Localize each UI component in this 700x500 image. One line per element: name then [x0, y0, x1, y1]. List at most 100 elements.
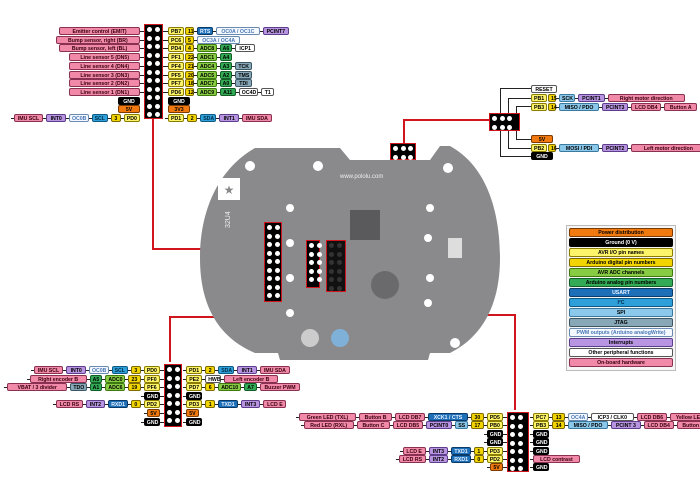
- header-pin: [167, 367, 172, 372]
- header-pin: [510, 457, 515, 463]
- pin-label-i2c: SDA: [218, 366, 235, 374]
- pin-label-gnd: GND: [533, 446, 550, 455]
- connector-line: [530, 442, 533, 444]
- pin-label-dyellow: 5: [185, 35, 194, 44]
- pin-label-pink: LCD RS: [399, 455, 426, 463]
- connector-line: [202, 378, 206, 380]
- connector-line: [127, 404, 131, 406]
- pin-label-dyellow: 20: [185, 70, 194, 79]
- connector-line: [392, 417, 396, 418]
- connector-line: [483, 433, 487, 435]
- pin-label-gnd: GND: [533, 463, 550, 472]
- pin-label-dyellow: 30: [471, 413, 484, 421]
- pin-label-dyellow: 1: [205, 400, 216, 409]
- pin-label-pink: Buzzer PWM: [260, 383, 300, 392]
- pin-label-pink: Right motor direction: [607, 94, 685, 102]
- connector-line: [483, 450, 487, 452]
- connector-line: [86, 378, 90, 380]
- pin-label-pwr: 3V3: [168, 105, 190, 114]
- pin-label-dyellow: 16: [548, 144, 557, 152]
- pin-label-int: PCINT0: [425, 421, 453, 430]
- pin-label-dyellow: 6: [205, 383, 216, 392]
- pin-label-yellow: PB7: [168, 27, 184, 35]
- header-pin: [510, 432, 515, 437]
- pin-label-dgreen: A2: [219, 70, 233, 79]
- pin-label-yellow: PD0: [123, 114, 140, 122]
- connector-line: [396, 459, 400, 460]
- header-pin: [336, 260, 342, 265]
- connector-line: [194, 65, 197, 67]
- header-pin: [154, 69, 160, 75]
- header-pin: [174, 418, 180, 423]
- connector-line: [194, 31, 197, 32]
- pin-label-i2c: SCL: [91, 114, 108, 122]
- pin-label-dgreen: A7: [244, 383, 257, 392]
- connector-line: [160, 387, 164, 389]
- header-pin: [309, 277, 314, 282]
- pin-label-int: PCINT3: [602, 102, 629, 111]
- pin-label-dyellow: 22: [185, 53, 194, 62]
- pin-label-pwm: OC3A / OC4A: [197, 35, 241, 44]
- pin-label-int: INT3: [240, 400, 261, 409]
- pin-label-green: ADC8: [197, 44, 217, 53]
- connector-line: [575, 98, 579, 99]
- pin-label-int: PCINT2: [602, 144, 629, 152]
- pin-label-other: HWB: [205, 374, 222, 383]
- header-pin: [147, 103, 152, 109]
- pin-label-yellow: PD5: [486, 413, 503, 421]
- connector-line: [160, 395, 164, 397]
- pin-label-dyellow: 2: [205, 366, 216, 374]
- connector-line: [88, 118, 92, 119]
- pin-label-yellow: PC7: [533, 413, 550, 421]
- connector-line: [86, 370, 89, 371]
- connector-line: [160, 404, 164, 406]
- header-pin: [400, 146, 406, 151]
- pin-label-pink: Button A: [676, 421, 700, 430]
- pin-label-other: OC4D: [238, 87, 259, 96]
- pin-label-pink: LCD DB4: [643, 421, 674, 430]
- pin-label-pink: IMU SCL: [13, 114, 44, 122]
- connector-line: [468, 417, 471, 418]
- pin-label-yellow: PD4: [168, 44, 184, 53]
- pin-label-gnd: GND: [168, 96, 190, 105]
- connector-line: [140, 48, 145, 50]
- header-pin: [267, 233, 272, 239]
- header-pin: [336, 268, 342, 274]
- connector-line: [448, 450, 452, 452]
- pin-label-yellow: PF5: [168, 70, 184, 79]
- connector-line: [140, 83, 145, 85]
- connector-line: [26, 378, 30, 380]
- connector-line: [549, 425, 553, 427]
- pin-label-yellow: PD1: [168, 114, 185, 122]
- pin-label-spi: MISO / PDO: [559, 102, 599, 111]
- connector-line: [500, 131, 501, 156]
- connector-line: [194, 91, 197, 93]
- header-pin: [274, 276, 280, 281]
- connector-line: [422, 425, 426, 427]
- connector-line: [483, 425, 487, 427]
- header-pin: [393, 146, 398, 151]
- header-pin: [329, 251, 334, 257]
- legend-item: Power distribution: [569, 228, 673, 237]
- connector-line: [483, 459, 487, 460]
- pin-label-pink: Left encoder B: [224, 374, 278, 383]
- header-pin: [267, 242, 272, 247]
- header-pin: [167, 401, 172, 406]
- top-left-header: [144, 24, 163, 119]
- header-pin: [329, 243, 334, 248]
- connector-line: [216, 57, 220, 59]
- legend-item: PWM outputs (Arduino analogWrite): [569, 328, 673, 337]
- pin-label-yellow: PD3: [486, 446, 503, 455]
- pin-label-dyellow: 0: [130, 400, 141, 409]
- connector-line: [260, 404, 264, 406]
- connector-line: [259, 31, 263, 32]
- pin-label-pink: IMU SDA: [260, 366, 290, 374]
- pin-label-pink: Bump sensor, right (BR): [55, 35, 140, 44]
- header-pin: [154, 27, 160, 32]
- connector-line: [140, 404, 144, 406]
- pin-label-usart: RXD1: [108, 400, 128, 409]
- connector-line: [202, 370, 206, 371]
- connector-line: [197, 118, 201, 119]
- connector-line: [194, 83, 197, 85]
- pin-label-green: ADC10: [218, 383, 242, 392]
